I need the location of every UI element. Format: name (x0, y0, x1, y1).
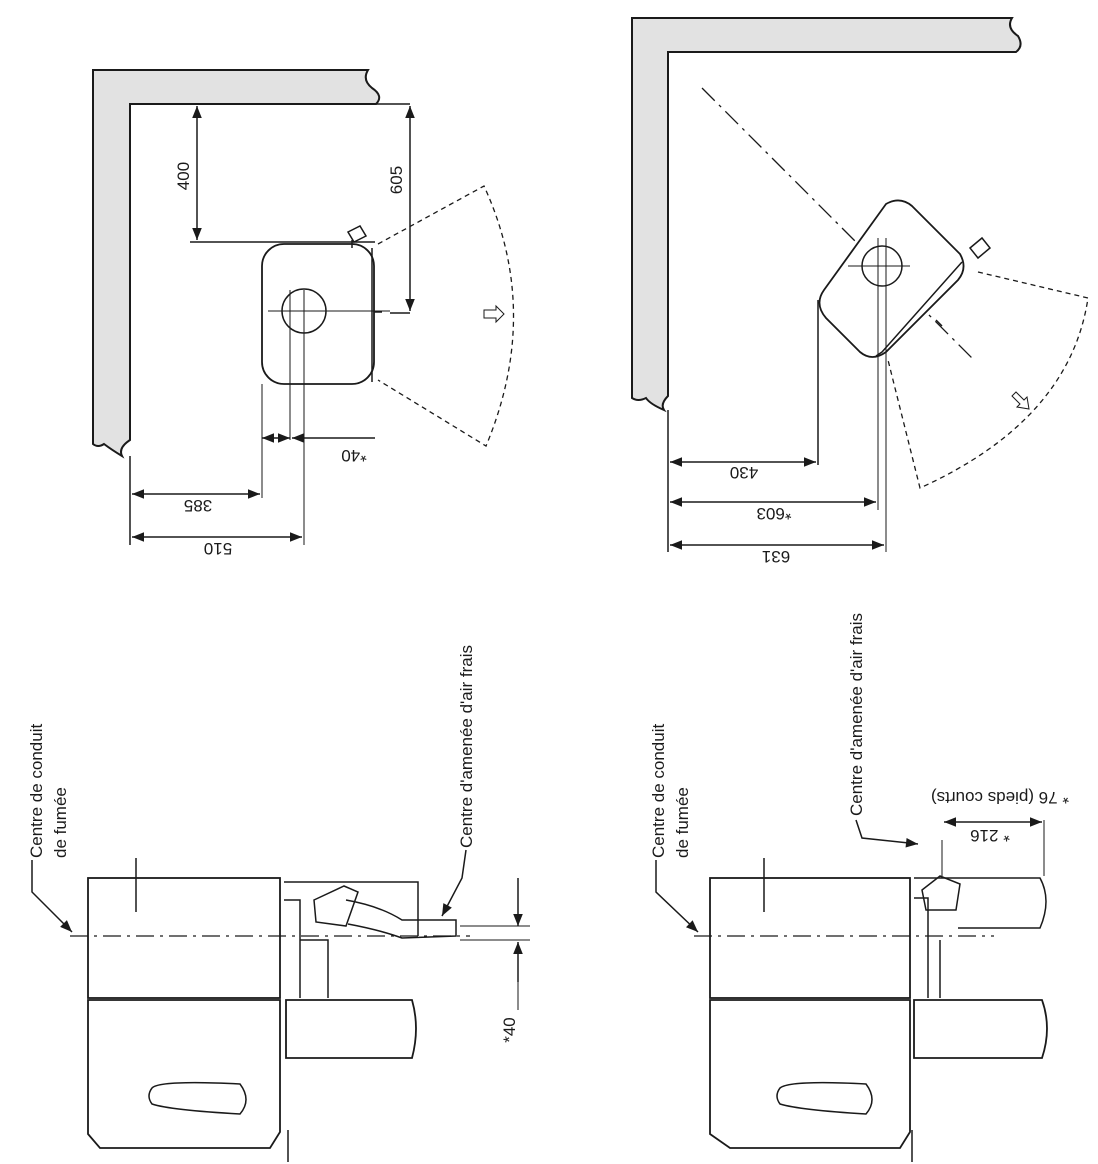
stove-handle-right (968, 236, 992, 260)
dim-603: *603 (757, 504, 792, 523)
bottom-right-elevation (655, 817, 1048, 1162)
dim-385: 385 (184, 496, 212, 515)
stove-base-left (87, 999, 281, 1149)
top-right-plan-view (631, 17, 1089, 552)
top-left-plan-view (92, 69, 515, 545)
stove-base-right (709, 999, 911, 1149)
dim-631: 631 (762, 547, 790, 566)
dim-605: 605 (387, 166, 406, 194)
ash-door-right (913, 999, 1048, 1059)
door-swing-top-right (887, 271, 1089, 489)
air-intake-pipe-right (921, 875, 961, 911)
dim-510: 510 (204, 539, 232, 558)
flue-label-left-line1: Centre de conduit (27, 724, 46, 858)
stove-body-top-left (261, 243, 375, 385)
air-leader-left (441, 849, 467, 917)
door-swing-top-left (377, 185, 515, 447)
flue-leader-right (655, 860, 699, 933)
dim-40-bottom: *40 (500, 1017, 519, 1043)
bottom-left-elevation (31, 849, 530, 1162)
corner-wall-left (92, 69, 381, 459)
air-intake-pipe-left (313, 885, 457, 939)
stove-upper-right (709, 877, 911, 999)
stove-body-top-right (818, 199, 965, 358)
dim-216: * 216 (970, 826, 1010, 845)
corner-wall-right (631, 17, 1022, 413)
ash-door-left (285, 999, 417, 1059)
dim-76: * 76 (pieds courts) (931, 788, 1069, 807)
air-leader-right (855, 819, 919, 848)
flue-label-left-line2: de fumée (51, 787, 70, 858)
flue-label-right-line1: Centre de conduit (649, 724, 668, 858)
flue-leader-left (31, 860, 73, 933)
air-label-right: Centre d'amenée d'air frais (847, 613, 866, 816)
flue-label-right-line2: de fumée (673, 787, 692, 858)
dim-40: *40 (341, 446, 367, 465)
dim-400: 400 (174, 162, 193, 190)
diagonal-axis (701, 87, 973, 359)
air-label-left: Centre d'amenée d'air frais (457, 645, 476, 848)
dim-430: 430 (730, 463, 758, 482)
ash-slot-left (148, 1081, 247, 1115)
stove-upper-left (87, 877, 281, 999)
ash-slot-right (776, 1081, 873, 1115)
